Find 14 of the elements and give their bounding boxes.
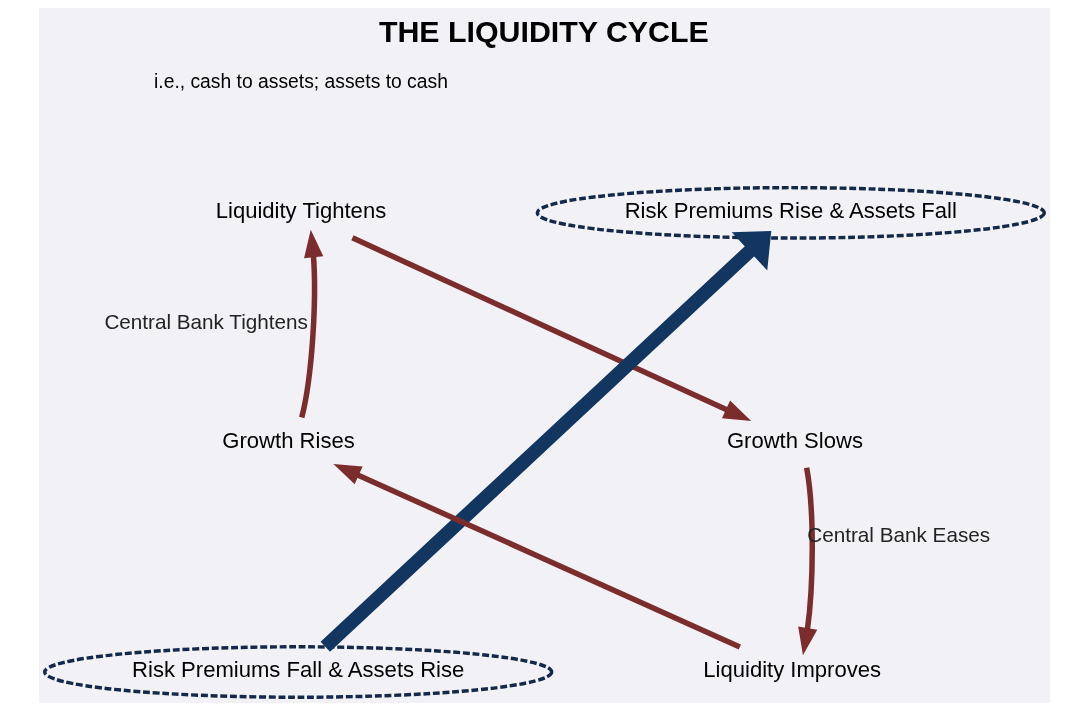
arrow [332, 464, 741, 650]
arrow [320, 231, 771, 652]
arrow [797, 467, 817, 656]
label: i.e., cash to assets; assets to cash [153, 70, 448, 92]
node-text: Liquidity Tightens [215, 198, 386, 224]
node-ellipse: Risk Premiums Fall & Assets Rise [42, 645, 553, 699]
node-text: Growth Slows [726, 427, 863, 453]
edge-label: Central Bank Tightens [103, 310, 308, 334]
node-text: Liquidity Improves [702, 657, 881, 683]
node-ellipse: Risk Premiums Rise & Assets Fall [535, 185, 1046, 240]
arrow [298, 229, 323, 419]
diagram-title: THE LIQUIDITY CYCLE [378, 15, 709, 49]
node-text: Growth Rises [221, 427, 355, 453]
arrow [350, 235, 751, 421]
